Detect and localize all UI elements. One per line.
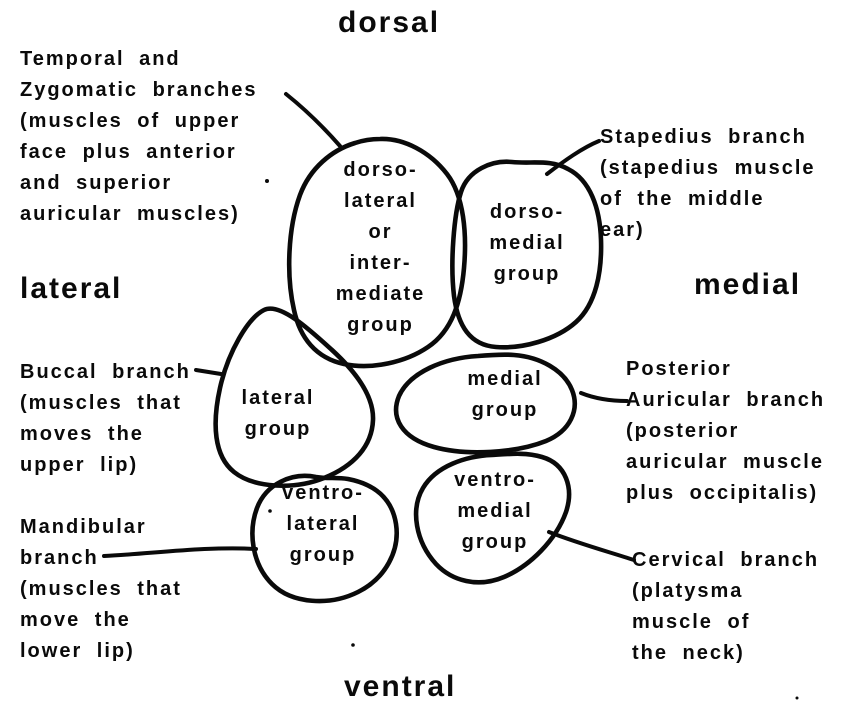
annotation-line: the neck) — [632, 642, 745, 664]
annotation-line: face plus anterior — [20, 141, 237, 163]
annotation-line: move the — [20, 609, 131, 631]
group-label-line: medial — [457, 500, 533, 522]
group-label-line: lateral — [241, 387, 315, 409]
group-label-line: group — [471, 399, 539, 421]
scan-speck — [268, 509, 272, 513]
ventro-lateral-group-outline — [250, 473, 399, 604]
annotation-line: Auricular branch — [626, 389, 826, 411]
temporal-zygomatic-leader-line — [284, 92, 342, 148]
annotation-line: (posterior — [626, 420, 740, 442]
group-label-line: group — [289, 544, 357, 566]
mandibular-leader-line — [102, 546, 258, 558]
dorso-lateral-group-outline — [286, 136, 468, 369]
scan-speck — [351, 643, 355, 647]
annotation-line: lower lip) — [20, 640, 135, 662]
group-label-line: lateral — [344, 190, 417, 212]
group-label-line: lateral — [286, 513, 360, 535]
group-label-line: mediate — [335, 283, 426, 305]
annotation-line: Cervical branch — [632, 549, 820, 571]
axis-heading-ventral: ventral — [344, 670, 457, 703]
annotation-line: branch — [20, 547, 99, 569]
annotation-line: (muscles that — [20, 392, 182, 414]
axis-heading-lateral: lateral — [20, 272, 123, 305]
group-label-line: group — [244, 418, 312, 440]
label-medial-group: medial group — [430, 364, 580, 426]
annotation-line: (muscles that — [20, 578, 182, 600]
dorso-medial-group-outline — [450, 159, 604, 350]
group-label-line: medial — [489, 232, 565, 254]
annotation-line: Posterior — [626, 358, 732, 380]
axis-heading-medial: medial — [694, 268, 802, 301]
annotation-line: of the middle — [600, 188, 765, 210]
annotation-line: and superior — [20, 172, 173, 194]
group-label-line: group — [493, 263, 561, 285]
annotation-line: upper lip) — [20, 454, 139, 476]
medial-group-outline — [393, 352, 578, 455]
annotation-line: plus occipitalis) — [626, 482, 819, 504]
group-label-line: ventro- — [454, 469, 536, 491]
annotation-line: Zygomatic branches — [20, 79, 258, 101]
annotation-line: muscle of — [632, 611, 751, 633]
axis-heading-dorsal: dorsal — [338, 6, 441, 39]
annotation-mandibular: Mandibular branch (muscles that move the… — [20, 512, 182, 667]
annotation-line: Stapedius branch — [600, 126, 807, 148]
label-ventro-medial-group: ventro- medial group — [420, 465, 570, 558]
annotation-line: moves the — [20, 423, 144, 445]
group-label-line: dorso- — [343, 159, 418, 181]
annotation-temporal-zygomatic: Temporal and Zygomatic branches (muscles… — [20, 44, 258, 230]
label-dorso-medial-group: dorso- medial group — [452, 197, 602, 290]
group-label-line: ventro- — [282, 482, 364, 504]
cervical-leader-line — [547, 530, 636, 562]
annotation-line: auricular muscle — [626, 451, 824, 473]
annotation-line: auricular muscles) — [20, 203, 240, 225]
scan-speck — [265, 179, 269, 183]
buccal-leader-line — [194, 368, 223, 376]
annotation-line: ear) — [600, 219, 645, 241]
annotation-cervical: Cervical branch (platysma muscle of the … — [632, 545, 819, 669]
label-dorso-lateral-group: dorso- lateral or inter- mediate group — [293, 155, 468, 341]
annotation-line: (platysma — [632, 580, 744, 602]
scan-speck — [795, 696, 799, 700]
label-ventro-lateral-group: ventro- lateral group — [248, 478, 398, 571]
annotation-stapedius: Stapedius branch (stapedius muscle of th… — [600, 122, 816, 246]
ventro-medial-group-outline — [413, 451, 572, 585]
annotation-posterior-auricular: Posterior Auricular branch (posterior au… — [626, 354, 825, 509]
annotation-line: Buccal branch — [20, 361, 191, 383]
group-label-line: or — [368, 221, 393, 243]
group-label-line: group — [461, 531, 529, 553]
group-label-line: dorso- — [489, 201, 565, 223]
label-lateral-group: lateral group — [203, 383, 353, 445]
annotation-line: Mandibular — [20, 516, 147, 538]
annotation-line: (muscles of upper — [20, 110, 241, 132]
group-label-line: inter- — [349, 252, 412, 274]
group-label-line: group — [347, 314, 414, 336]
group-label-line: medial — [467, 368, 543, 390]
posterior-auricular-leader-line — [579, 391, 629, 403]
annotation-line: Temporal and — [20, 48, 181, 70]
annotation-buccal: Buccal branch (muscles that moves the up… — [20, 357, 191, 481]
stapedius-leader-line — [545, 139, 601, 176]
annotation-line: (stapedius muscle — [600, 157, 816, 179]
